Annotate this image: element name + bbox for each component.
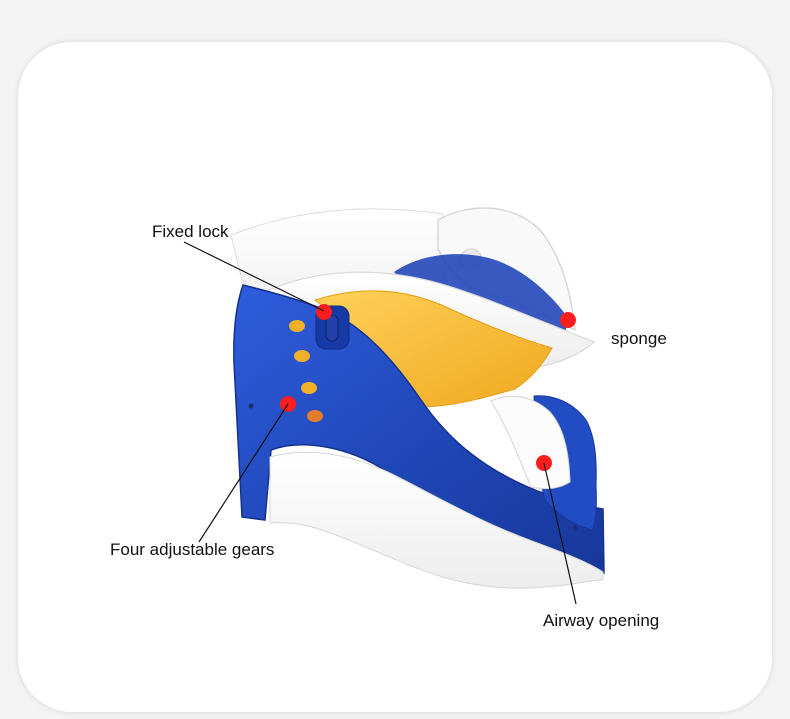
sponge-label: sponge <box>611 329 667 348</box>
fixed-lock-label: Fixed lock <box>152 222 229 241</box>
four-adjustable-gears-label: Four adjustable gears <box>110 540 275 559</box>
airway-opening-label: Airway opening <box>543 611 660 630</box>
